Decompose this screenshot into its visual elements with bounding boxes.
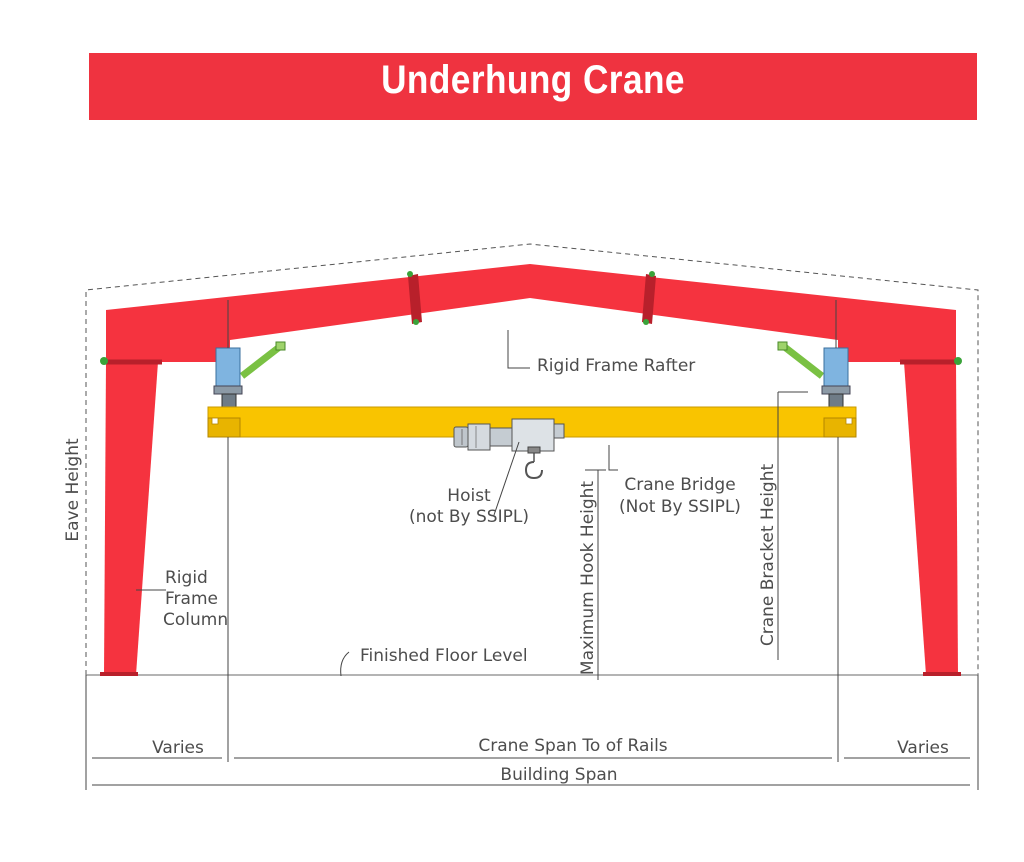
crane-span-label: Crane Span To of Rails: [478, 736, 667, 756]
hook-height-label: Maximum Hook Height: [578, 481, 598, 676]
right-knee-bolt: [954, 357, 962, 365]
column-label-line2: Frame: [165, 589, 218, 609]
bridge-label-line2: (Not By SSIPL): [619, 497, 741, 517]
floor-leader: [340, 651, 350, 677]
left-brace: [239, 342, 285, 379]
diagram-title: Underhung Crane: [381, 58, 685, 102]
right-brace: [779, 342, 825, 379]
rafter-label: Rigid Frame Rafter: [537, 356, 695, 376]
eave-height-label: Eave Height: [63, 438, 83, 542]
building-outline: [85, 243, 979, 675]
title-banner: Underhung Crane: [89, 53, 977, 120]
bracket-height-label: Crane Bracket Height: [758, 464, 778, 647]
right-rafter: [530, 264, 956, 362]
column-label-line1: Rigid: [165, 568, 208, 588]
building-span-label: Building Span: [500, 765, 617, 785]
left-base-plate: [100, 672, 138, 676]
hoist-leader: [493, 441, 520, 516]
right-base-plate: [923, 672, 961, 676]
left-rafter: [106, 264, 530, 362]
right-splice: [642, 271, 656, 325]
left-column: [104, 362, 158, 675]
varies-right-label: Varies: [897, 738, 949, 758]
hoist-label-line1: Hoist: [447, 486, 491, 506]
right-column: [904, 362, 958, 675]
varies-left-label: Varies: [152, 738, 204, 758]
left-knee-bolt: [100, 357, 108, 365]
floor-label: Finished Floor Level: [360, 646, 528, 666]
left-splice: [407, 271, 422, 325]
hoist: [453, 418, 565, 480]
column-label-line3: Column: [163, 610, 228, 630]
rafter-leader: [507, 330, 530, 369]
hoist-label-line2: (not By SSIPL): [409, 507, 529, 527]
bridge-label-line1: Crane Bridge: [624, 475, 735, 495]
bridge-leader: [608, 445, 618, 471]
